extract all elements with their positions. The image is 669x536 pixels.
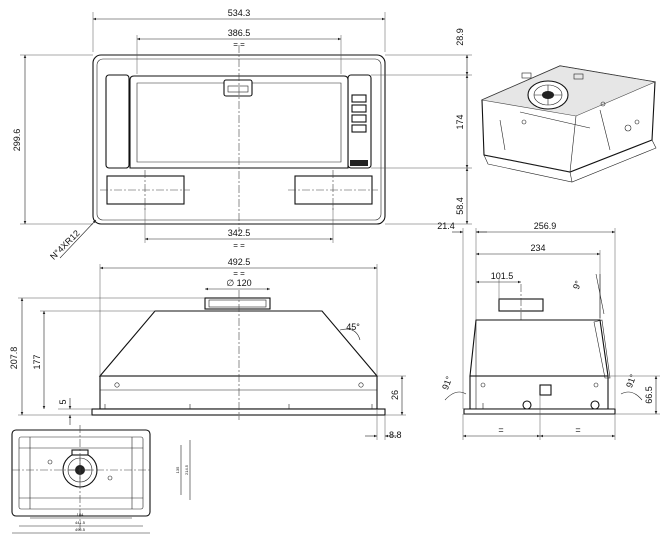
- end-left-angle-label: 91°: [440, 374, 454, 391]
- plan-view: 184 441.5 496.5 135 214.5: [11, 425, 191, 534]
- outlet-collar: [204, 297, 271, 310]
- rim-offset-label: 8.8: [389, 430, 402, 440]
- top-offset-label: 28.9: [455, 28, 465, 46]
- plan-dim-135: 135: [175, 466, 180, 473]
- end-side-fin: [593, 319, 611, 379]
- control-button-4: [351, 124, 367, 133]
- bottom-width-label: 342.5: [228, 228, 251, 238]
- control-button-2: [351, 104, 367, 113]
- outlet-diameter-label: ∅ 120: [226, 278, 251, 288]
- front-height-label: 299.6: [12, 129, 22, 152]
- filter-inner-edge: [136, 82, 342, 163]
- front-view: 534.3 386.5 = = 342.5 = = 299.6 28.9 174…: [12, 8, 472, 262]
- plan-dim-496-5: 496.5: [75, 527, 86, 532]
- filter-handle-grip: [227, 85, 249, 93]
- side-width-label: 492.5: [228, 257, 251, 267]
- plan-dim-184: 184: [77, 512, 84, 517]
- side-flange-label: 5: [58, 399, 68, 404]
- left-side-panel: [105, 74, 130, 169]
- side-view: 492.5 = = ∅ 120 45° 207.8 177 5 26 8.8: [9, 257, 406, 440]
- side-body-height-label: 177: [32, 354, 42, 369]
- end-body-label: 234: [530, 243, 545, 253]
- iso-front-edge: [569, 115, 577, 173]
- control-button-3: [351, 114, 367, 123]
- side-width-equal: = =: [233, 269, 245, 278]
- end-body-upper: [469, 319, 609, 377]
- end-left-offset-label: 21.4: [437, 221, 455, 231]
- end-equal-right: =: [575, 425, 580, 435]
- iso-top-face: [480, 65, 657, 117]
- end-connector: [539, 384, 552, 396]
- inner-width-equal: = =: [233, 40, 245, 49]
- end-body-lower: [469, 375, 609, 410]
- bottom-offset-label: 58.4: [455, 197, 465, 215]
- front-width-label: 534.3: [228, 8, 251, 18]
- plan-outer-frame: [11, 429, 151, 517]
- rim-height-label: 26: [390, 390, 400, 400]
- side-total-height-label: 207.8: [9, 347, 19, 370]
- plan-dim-214-5: 214.5: [184, 464, 189, 475]
- inner-height-label: 174: [455, 114, 465, 129]
- end-foot-height-label: 66.5: [644, 386, 654, 404]
- display-strip: [350, 160, 368, 166]
- end-view: 256.9 21.4 234 101.5 9° 91° 91° 66.5 = =: [437, 221, 660, 440]
- end-right-angle-label: 91°: [624, 372, 638, 389]
- bottom-width-equal: = =: [233, 241, 245, 250]
- side-angle-label: 45°: [346, 322, 360, 332]
- end-equal-left: =: [498, 425, 503, 435]
- end-overall-label: 256.9: [534, 221, 557, 231]
- plan-dim-441-5: 441.5: [75, 520, 86, 525]
- end-taper-angle-label: 9°: [571, 279, 583, 291]
- control-button-1: [351, 94, 367, 103]
- isometric-view: [480, 65, 657, 183]
- end-rim: [463, 408, 616, 415]
- corner-holes-label: N°4XR12: [48, 228, 82, 262]
- side-body-top: [98, 310, 379, 377]
- side-body-lower: [99, 375, 378, 410]
- end-outlet-offset-label: 101.5: [491, 271, 514, 281]
- side-rim: [91, 408, 386, 416]
- inner-width-label: 386.5: [228, 28, 251, 38]
